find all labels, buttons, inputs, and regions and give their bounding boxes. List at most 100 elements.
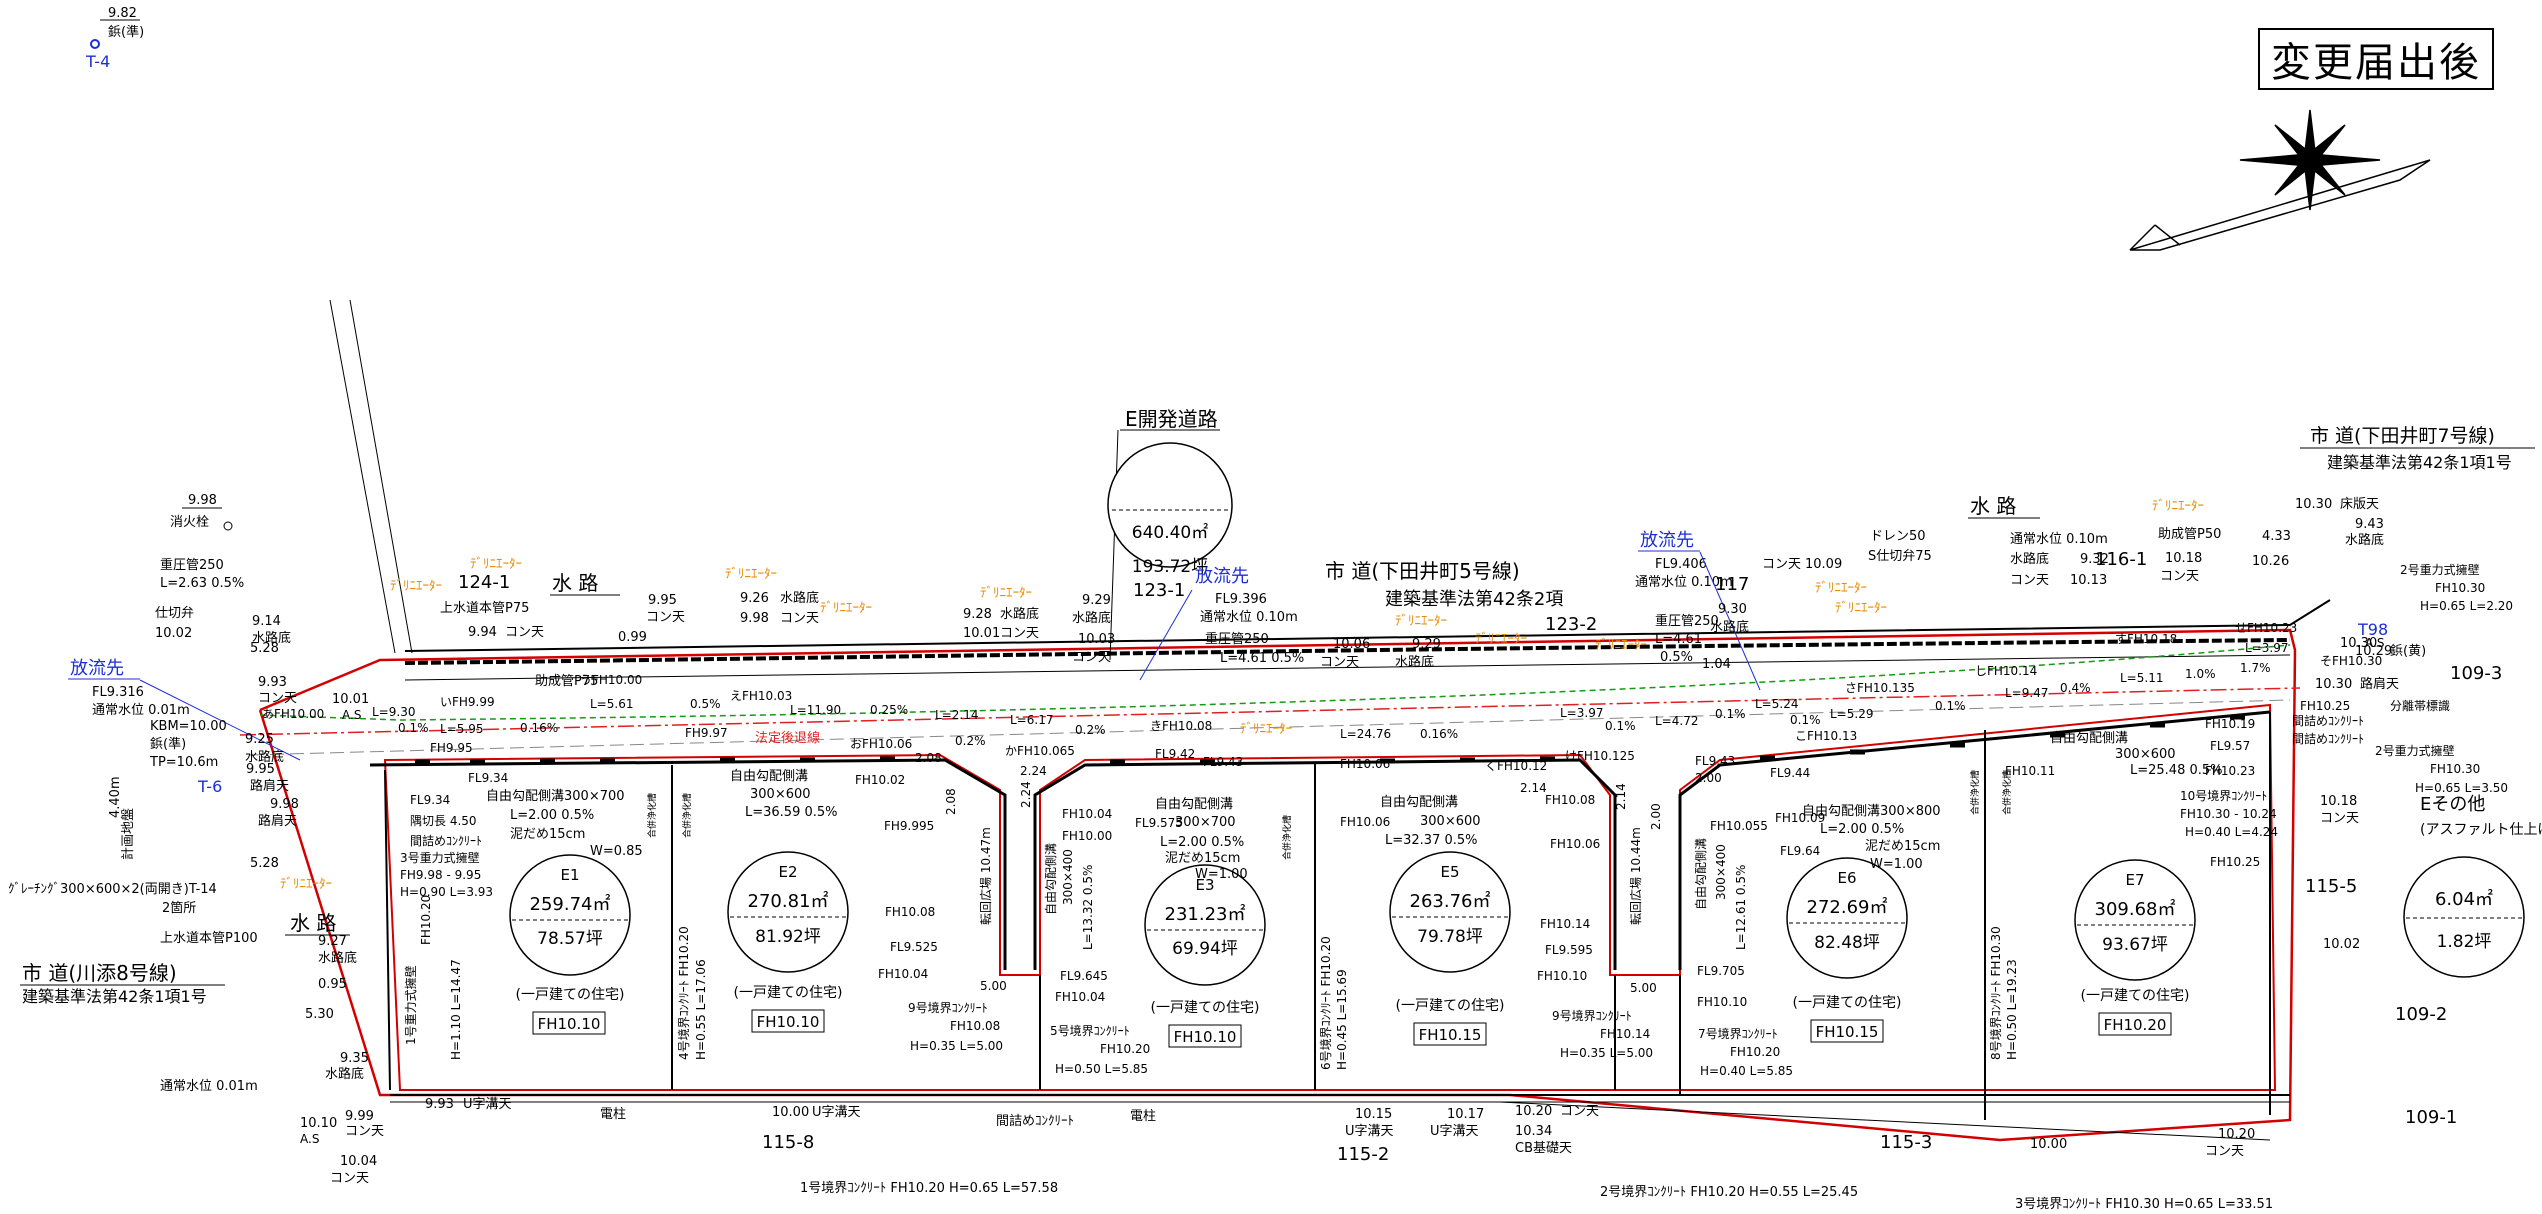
svg-text:FH10.20: FH10.20 [1100, 1042, 1150, 1056]
benchmark-t6: T-6 [197, 777, 222, 796]
svg-text:2.00: 2.00 [1649, 803, 1663, 830]
svg-text:FH10.08: FH10.08 [1545, 793, 1595, 807]
svg-text:水路底: 水路底 [2345, 532, 2384, 548]
svg-text:L=13.32 0.5%: L=13.32 0.5% [1081, 865, 1095, 950]
lot-e7: E7 309.68㎡ 93.67坪 (一戸建ての住宅) FH10.20 [2074, 859, 2196, 1036]
svg-text:272.69㎡: 272.69㎡ [1807, 896, 1888, 918]
svg-text:H=1.10 L=14.47: H=1.10 L=14.47 [449, 959, 463, 1060]
elevation-points: FH9.95 FH9.97 FL9.34 FL9.34 FH10.02 2.08… [410, 636, 2399, 1009]
svg-text:1号境界ｺﾝｸﾘｰﾄ FH10.20 H=0.65 L=: 1号境界ｺﾝｸﾘｰﾄ FH10.20 H=0.65 L=57.58 [800, 1181, 1058, 1196]
svg-text:(一戸建ての住宅): (一戸建ての住宅) [1396, 998, 1505, 1014]
svg-text:10.09: 10.09 [1805, 557, 1842, 572]
svg-text:ﾃﾞﾘﾆｴｰﾀｰ: ﾃﾞﾘﾆｴｰﾀｰ [280, 877, 332, 892]
discharge-center: 放流先 FL9.396 通常水位 0.10m [1139, 566, 1298, 681]
svg-text:E6: E6 [1837, 869, 1856, 887]
svg-text:自由勾配側溝: 自由勾配側溝 [1044, 843, 1058, 915]
svg-text:2.08: 2.08 [944, 788, 958, 815]
svg-text:上水道本管P100: 上水道本管P100 [160, 931, 258, 946]
svg-text:放流先: 放流先 [1640, 530, 1694, 551]
svg-text:109-2: 109-2 [2395, 1004, 2447, 1025]
svg-text:4号境界ｺﾝｸﾘｰﾄ FH10.20: 4号境界ｺﾝｸﾘｰﾄ FH10.20 [676, 926, 691, 1060]
svg-text:117: 117 [1715, 574, 1749, 595]
svg-text:合併浄化槽: 合併浄化槽 [646, 793, 658, 838]
benchmark-t98: T98 10.29 鋲(黄) [2355, 620, 2426, 659]
svg-text:水路底: 水路底 [325, 1066, 364, 1082]
svg-text:A.S: A.S [342, 708, 361, 722]
svg-text:1号重力式擁壁: 1号重力式擁壁 [403, 965, 418, 1045]
svg-text:コン天: コン天 [505, 625, 544, 640]
svg-text:0.16%: 0.16% [520, 721, 558, 735]
svg-text:うFH10.00: うFH10.00 [580, 673, 642, 687]
site-boundary [239, 628, 2301, 1142]
svg-text:U字溝天: U字溝天 [1345, 1124, 1394, 1139]
svg-text:合併浄化槽: 合併浄化槽 [681, 793, 693, 838]
svg-text:H=0.40 L=4.24: H=0.40 L=4.24 [2185, 825, 2278, 839]
svg-text:FH10.06: FH10.06 [1340, 757, 1390, 771]
svg-text:泥だめ15cm: 泥だめ15cm [1865, 839, 1940, 854]
svg-text:0.5%: 0.5% [1660, 650, 1693, 665]
svg-text:10.18: 10.18 [2320, 794, 2357, 809]
svg-text:W=1.00: W=1.00 [1195, 867, 1248, 882]
svg-text:水路底: 水路底 [2010, 551, 2049, 567]
svg-text:FL9.645: FL9.645 [1060, 969, 1108, 983]
svg-text:FH10.10: FH10.10 [1537, 969, 1587, 983]
svg-text:転回広場 10.47m: 転回広場 10.47m [979, 827, 993, 925]
svg-text:こFH10.13: こFH10.13 [1795, 729, 1857, 743]
svg-text:78.57坪: 78.57坪 [537, 929, 603, 949]
svg-text:115-2: 115-2 [1337, 1144, 1389, 1165]
svg-text:L=2.14: L=2.14 [935, 708, 978, 722]
svg-text:10.03: 10.03 [1078, 632, 1115, 647]
svg-text:FH10.14: FH10.14 [1600, 1027, 1650, 1041]
road-profile: あFH10.00 L=9.30 0.1% いFH9.99 L=5.95 0.16… [262, 621, 2382, 773]
svg-text:H=0.65 L=3.50: H=0.65 L=3.50 [2415, 781, 2508, 795]
svg-text:193.72坪: 193.72坪 [1132, 557, 1208, 577]
svg-text:300×700: 300×700 [1175, 815, 1236, 830]
svg-text:法定後退線: 法定後退線 [755, 730, 820, 746]
svg-text:隅切長 4.50: 隅切長 4.50 [410, 814, 477, 828]
svg-text:H=0.35 L=5.00: H=0.35 L=5.00 [1560, 1046, 1653, 1060]
svg-text:L=2.00 0.5%: L=2.00 0.5% [1820, 822, 1904, 837]
svg-text:640.40㎡: 640.40㎡ [1132, 523, 1208, 543]
svg-text:9.94: 9.94 [468, 625, 497, 640]
svg-text:L=5.61: L=5.61 [590, 697, 633, 711]
svg-text:水路底: 水路底 [1395, 654, 1434, 670]
svg-text:建築基準法第42条1項1号: 建築基準法第42条1項1号 [22, 987, 207, 1006]
svg-text:L=5.11: L=5.11 [2120, 671, 2163, 685]
svg-text:9.26: 9.26 [740, 591, 769, 606]
svg-text:L=12.61 0.5%: L=12.61 0.5% [1734, 865, 1748, 950]
svg-text:10.26: 10.26 [2252, 554, 2289, 569]
svg-text:9.98: 9.98 [270, 797, 299, 812]
svg-text:231.23㎡: 231.23㎡ [1165, 903, 1246, 925]
svg-text:69.94坪: 69.94坪 [1172, 939, 1238, 959]
svg-text:9号境界ｺﾝｸﾘｰﾄ: 9号境界ｺﾝｸﾘｰﾄ [908, 1000, 988, 1015]
svg-text:FH10.30: FH10.30 [2430, 762, 2480, 776]
svg-text:FL9.34: FL9.34 [410, 793, 450, 807]
svg-text:9.30: 9.30 [1718, 602, 1747, 617]
svg-text:8号境界ｺﾝｸﾘｰﾄ FH10.30: 8号境界ｺﾝｸﾘｰﾄ FH10.30 [1988, 926, 2003, 1060]
svg-text:7号境界ｺﾝｸﾘｰﾄ: 7号境界ｺﾝｸﾘｰﾄ [1698, 1026, 1778, 1041]
svg-text:300×600: 300×600 [1420, 814, 1481, 829]
svg-text:79.78坪: 79.78坪 [1417, 927, 1483, 947]
svg-text:FH10.10: FH10.10 [1697, 995, 1747, 1009]
svg-text:FH10.30 - 10.24: FH10.30 - 10.24 [2180, 807, 2277, 821]
svg-text:FH10.04: FH10.04 [1055, 990, 1105, 1004]
svg-text:4.40m: 4.40m [108, 776, 123, 818]
bottom-notes: 9.93 U字溝天 10.00 U字溝天 電柱 電柱 10.15 U字溝天 10… [425, 1097, 2255, 1159]
svg-text:路肩天: 路肩天 [258, 813, 297, 829]
svg-text:水路底: 水路底 [1710, 619, 1749, 635]
svg-text:(一戸建ての住宅): (一戸建ての住宅) [1151, 1000, 1260, 1016]
svg-text:コン天: コン天 [2010, 573, 2049, 588]
svg-text:FH10.20: FH10.20 [2104, 1016, 2167, 1034]
svg-text:(一戸建ての住宅): (一戸建ての住宅) [516, 987, 625, 1003]
svg-text:FH10.08: FH10.08 [885, 905, 935, 919]
lot-e3: E3 231.23㎡ 69.94坪 (一戸建ての住宅) FH10.10 [1144, 864, 1266, 1048]
svg-text:H=0.50 L=19.23: H=0.50 L=19.23 [2005, 959, 2019, 1060]
svg-text:コン天: コン天 [1762, 557, 1801, 572]
svg-text:路肩天: 路肩天 [250, 778, 289, 794]
svg-text:5.00: 5.00 [980, 979, 1007, 993]
svg-text:FH10.30: FH10.30 [2435, 581, 2485, 595]
svg-text:2号重力式擁壁: 2号重力式擁壁 [2375, 743, 2455, 758]
svg-text:0.4%: 0.4% [2060, 681, 2091, 695]
svg-text:きFH10.08: きFH10.08 [1150, 719, 1212, 733]
svg-text:FH9.995: FH9.995 [884, 819, 934, 833]
